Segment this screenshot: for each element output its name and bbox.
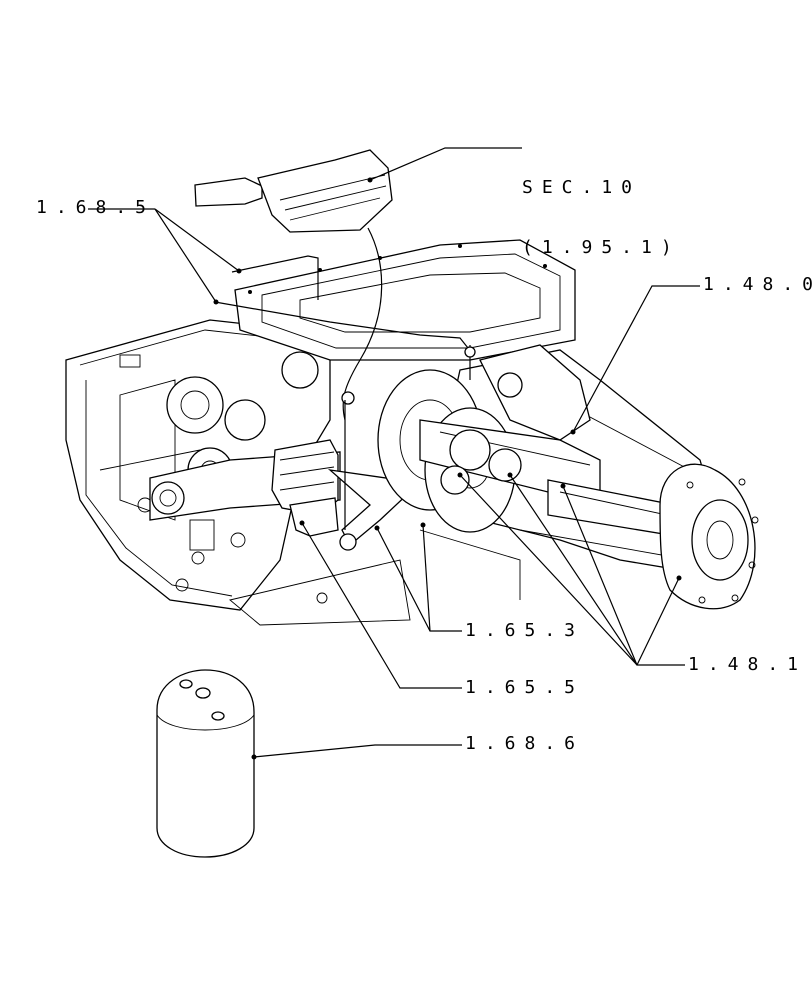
callout-sec10-line2: (1.95.1)	[522, 237, 681, 258]
callout-1-68-5: 1.68.5	[36, 197, 156, 218]
callout-1-48-1: 1.48.1	[688, 654, 808, 675]
callout-1-65-3: 1.65.3	[465, 620, 585, 641]
shift-lever-assembly	[194, 149, 393, 421]
top-cover-housing	[234, 239, 576, 361]
callout-1-48-0: 1.48.0	[703, 274, 812, 295]
callout-sec10: SEC.10 (1.95.1)	[522, 138, 681, 278]
callout-1-68-6: 1.68.6	[465, 733, 585, 754]
shift-fork-assembly	[289, 400, 413, 551]
callout-sec10-line1: SEC.10	[522, 177, 642, 198]
internal-gears	[149, 351, 341, 521]
leader-lines	[88, 147, 700, 758]
callout-1-65-5: 1.65.5	[465, 677, 585, 698]
housing-base	[229, 529, 521, 626]
filter-canister	[156, 669, 257, 858]
axle-shaft-flange	[547, 463, 759, 610]
